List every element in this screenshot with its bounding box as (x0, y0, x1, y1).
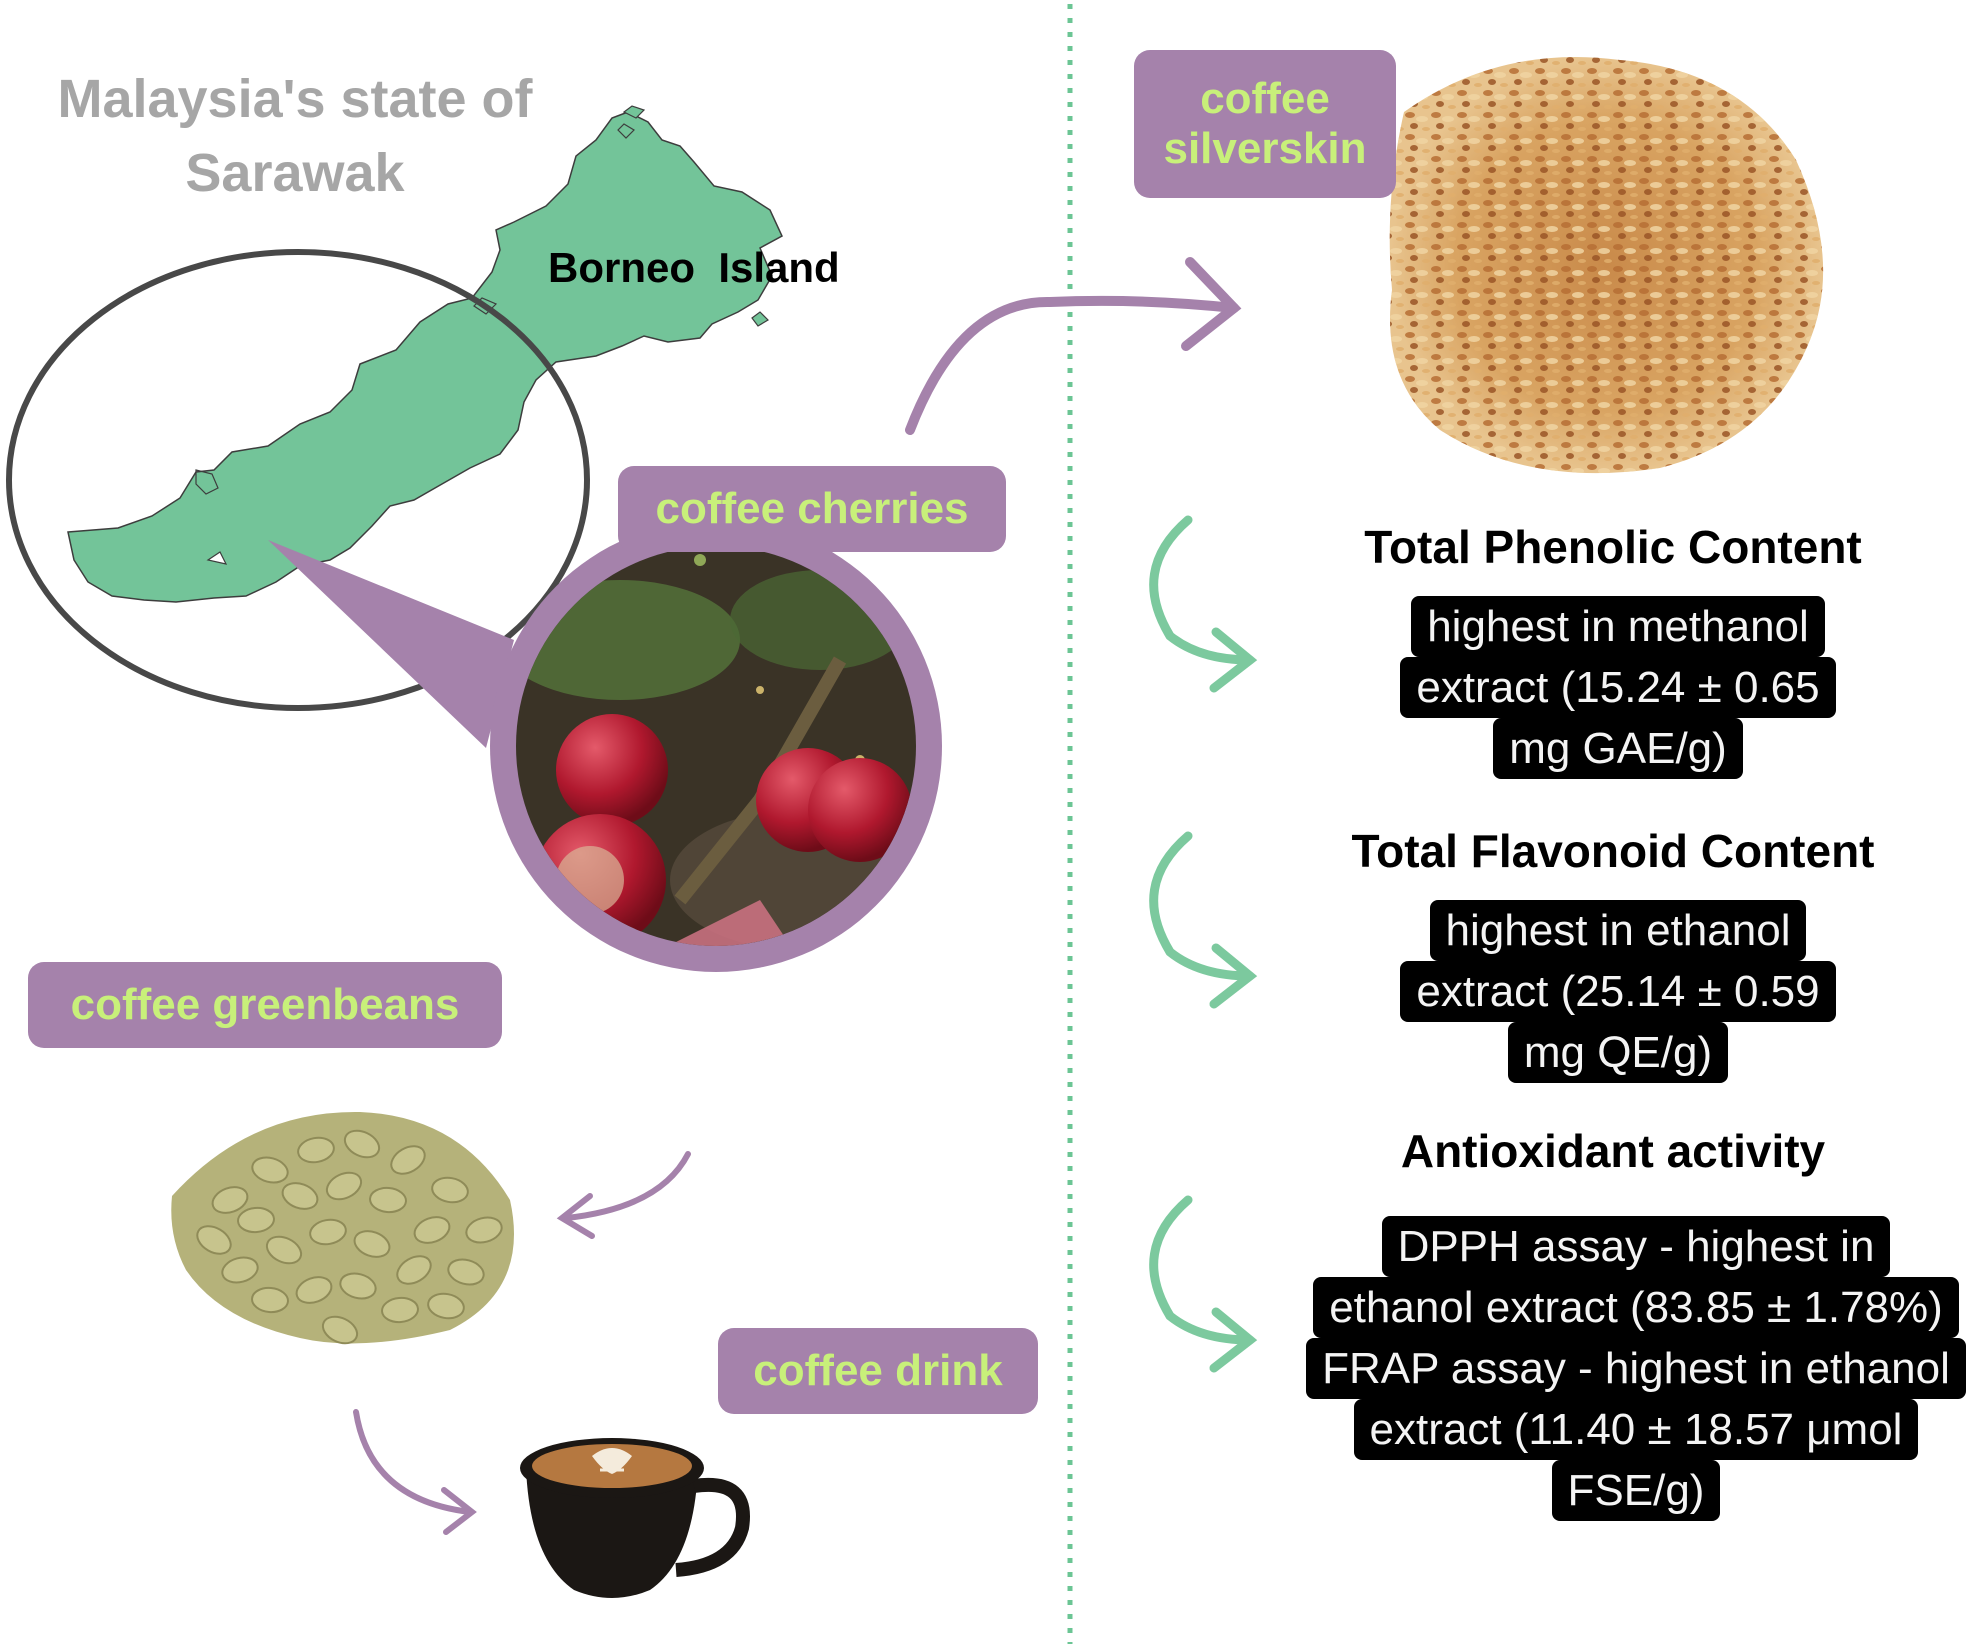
phenolic-result-box: highest in methanol extract (15.24 ± 0.6… (1358, 596, 1878, 779)
phenolic-result-line: mg GAE/g) (1493, 718, 1743, 779)
borneo-island-label: Borneo Island (548, 244, 840, 291)
antioxidant-heading: Antioxidant activity (1400, 1125, 1826, 1177)
callout-wedge (268, 540, 514, 748)
arrow-to-greenbeans (556, 1151, 691, 1239)
antioxidant-result-line: FSE/g) (1551, 1460, 1721, 1521)
silverskin-label-line1: coffee (1200, 74, 1330, 123)
silverskin-label-line2: silverskin (1163, 124, 1367, 173)
coffee-cherries-label: coffee cherries (618, 466, 1006, 552)
antioxidant-result-line: FRAP assay - highest in ethanol (1306, 1338, 1966, 1399)
region-title-line2: Sarawak (185, 143, 405, 203)
borneo-map-shape (67, 105, 783, 603)
coffee-silverskin-label: coffee silverskin (1134, 50, 1396, 198)
cherry-photo (490, 520, 942, 972)
antioxidant-result-line: ethanol extract (83.85 ± 1.78%) (1313, 1277, 1959, 1338)
phenolic-result-line: extract (15.24 ± 0.65 (1400, 657, 1836, 718)
arrow-to-phenolic (1149, 515, 1258, 693)
flavonoid-result-line: extract (25.14 ± 0.59 (1400, 961, 1836, 1022)
flavonoid-heading: Total Flavonoid Content (1351, 825, 1875, 877)
arrow-cherries-to-silverskin (905, 257, 1242, 435)
antioxidant-result-box: DPPH assay - highest in ethanol extract … (1288, 1216, 1984, 1521)
region-title-line1: Malaysia's state of (57, 69, 533, 129)
coffee-cup (520, 1438, 750, 1598)
phenolic-heading: Total Phenolic Content (1364, 521, 1862, 573)
flavonoid-result-box: highest in ethanol extract (25.14 ± 0.59… (1358, 900, 1878, 1083)
antioxidant-result-line: extract (11.40 ± 18.57 μmol (1353, 1399, 1919, 1460)
flavonoid-result-line: highest in ethanol (1429, 900, 1807, 961)
sarawak-highlight-ellipse (6, 249, 590, 711)
flavonoid-result-line: mg QE/g) (1507, 1022, 1729, 1083)
coffee-greenbeans-label: coffee greenbeans (28, 962, 502, 1048)
arrow-to-flavonoid (1149, 831, 1258, 1009)
region-title: Malaysia's state of Sarawak (10, 62, 580, 210)
silverskin-pile (1389, 56, 1824, 474)
arrow-to-drink (353, 1409, 477, 1535)
arrow-to-antioxidant (1149, 1195, 1258, 1373)
coffee-drink-label: coffee drink (718, 1328, 1038, 1414)
antioxidant-result-line: DPPH assay - highest in (1381, 1216, 1891, 1277)
greenbeans-pile (171, 1111, 515, 1345)
phenolic-result-line: highest in methanol (1411, 596, 1825, 657)
